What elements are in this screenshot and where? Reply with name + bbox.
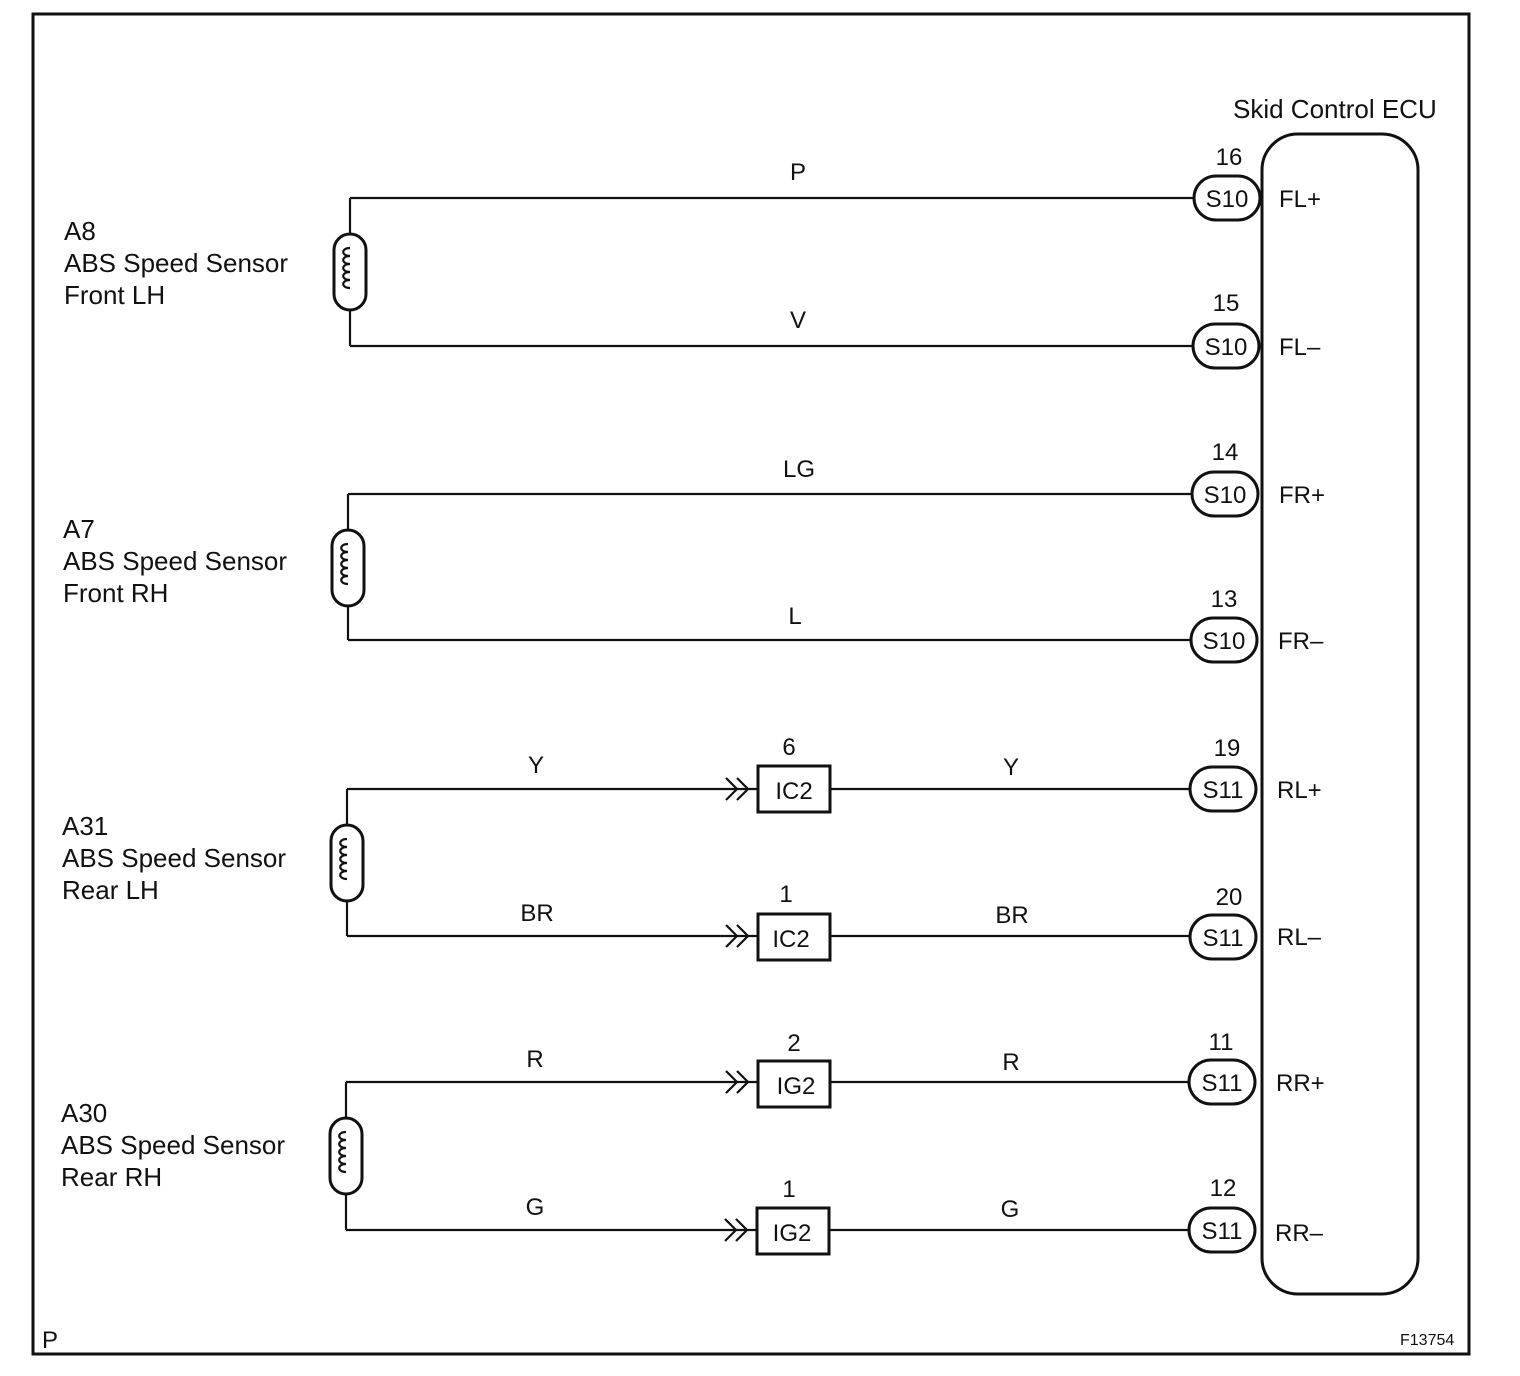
wire-color: G xyxy=(526,1194,545,1221)
sensor-coil-a7 xyxy=(330,494,366,640)
pin-number: 16 xyxy=(1216,144,1243,171)
connector-s11 xyxy=(1188,765,1258,813)
connector-s10 xyxy=(1192,174,1262,222)
pin-number: 19 xyxy=(1214,735,1241,762)
wire-color: Y xyxy=(528,752,544,779)
pin-number: 12 xyxy=(1210,1175,1237,1202)
sensor-position: Front LH xyxy=(64,280,165,310)
mid-pin-number: 2 xyxy=(787,1030,800,1057)
mid-connector-code: IG2 xyxy=(777,1073,816,1100)
circuit-fr-plus: LG 14 S10 FR+ xyxy=(348,439,1325,518)
connector-s10 xyxy=(1189,616,1259,664)
connector-code: S11 xyxy=(1203,777,1244,804)
mid-pin-number: 1 xyxy=(782,1176,795,1203)
pin-number: 15 xyxy=(1213,290,1240,317)
circuit-rl-plus: Y 6 IC2 Y 19 S11 RL+ xyxy=(347,734,1322,814)
signal-name: FR– xyxy=(1278,628,1324,655)
sensor-code: A31 xyxy=(62,811,108,841)
sensor-name: ABS Speed Sensor xyxy=(62,843,286,873)
mid-pin-number: 6 xyxy=(782,734,795,761)
circuit-fl-plus: P 16 S10 FL+ xyxy=(350,144,1321,222)
wire-color: L xyxy=(788,603,801,630)
sensor-name: ABS Speed Sensor xyxy=(64,248,288,278)
connector-code: S11 xyxy=(1203,925,1244,952)
wire-color: LG xyxy=(783,456,815,483)
connector-code: S10 xyxy=(1204,482,1247,509)
signal-name: FL+ xyxy=(1279,186,1321,213)
connector-code: S11 xyxy=(1202,1070,1243,1097)
sensor-name: ABS Speed Sensor xyxy=(61,1130,285,1160)
connector-code: S10 xyxy=(1205,334,1248,361)
wire-color: BR xyxy=(520,900,553,927)
sensor-label-a8: A8 ABS Speed Sensor Front LH xyxy=(64,216,288,310)
sensor-code: A8 xyxy=(64,216,96,246)
mid-connector-code: IG2 xyxy=(773,1220,812,1247)
pin-number: 11 xyxy=(1209,1029,1234,1056)
signal-name: RL+ xyxy=(1277,777,1322,804)
mid-connector-code: IC2 xyxy=(775,778,812,805)
figure-id: F13754 xyxy=(1400,1332,1454,1349)
pin-number: 14 xyxy=(1212,439,1239,466)
circuit-rr-plus: R 2 IG2 R 11 S11 RR+ xyxy=(346,1029,1325,1109)
sensor-position: Rear RH xyxy=(61,1162,162,1192)
circuit-fl-minus: V 15 S10 FL– xyxy=(350,290,1321,370)
connector-ic2 xyxy=(756,764,832,814)
sensor-label-a7: A7 ABS Speed Sensor Front RH xyxy=(63,514,287,608)
corner-label-left: P xyxy=(42,1327,58,1354)
ecu-body xyxy=(1260,132,1420,1296)
circuit-rr-minus: G 1 IG2 G 12 S11 RR– xyxy=(346,1175,1324,1256)
pin-number: 13 xyxy=(1211,586,1238,613)
ecu-title: Skid Control ECU xyxy=(1233,94,1437,124)
sensor-label-a30: A30 ABS Speed Sensor Rear RH xyxy=(61,1098,285,1192)
connector-ic2 xyxy=(756,912,832,962)
connector-s11 xyxy=(1188,913,1258,961)
sensor-code: A7 xyxy=(63,514,95,544)
connector-s11 xyxy=(1187,1058,1257,1106)
mid-connector-code: IC2 xyxy=(772,926,809,953)
connector-ig2 xyxy=(755,1206,831,1256)
mid-pin-number: 1 xyxy=(779,881,792,908)
wire-color-ecu-side: BR xyxy=(995,902,1028,929)
connector-code: S10 xyxy=(1206,186,1249,213)
wire-color-ecu-side: Y xyxy=(1003,754,1019,781)
connector-s10 xyxy=(1191,322,1261,370)
sensor-coil-a31 xyxy=(329,789,365,936)
wire-color-ecu-side: R xyxy=(1002,1049,1019,1076)
connector-code: S11 xyxy=(1202,1218,1243,1245)
wire-color: P xyxy=(790,159,806,186)
connector-ig2 xyxy=(756,1059,832,1109)
wire-color: V xyxy=(790,307,806,334)
pin-number: 20 xyxy=(1216,884,1243,911)
sensor-coil-a30 xyxy=(328,1082,364,1230)
circuit-rl-minus: BR 1 IC2 BR 20 S11 RL– xyxy=(347,881,1322,962)
sensor-coil-a8 xyxy=(332,198,368,346)
circuit-fr-minus: L 13 S10 FR– xyxy=(348,586,1324,664)
signal-name: RR– xyxy=(1275,1220,1324,1247)
diagram-frame xyxy=(31,12,1471,1356)
sensor-code: A30 xyxy=(61,1098,107,1128)
sensor-name: ABS Speed Sensor xyxy=(63,546,287,576)
connector-code: S10 xyxy=(1203,628,1246,655)
sensor-label-a31: A31 ABS Speed Sensor Rear LH xyxy=(62,811,286,905)
sensor-position: Front RH xyxy=(63,578,168,608)
sensor-position: Rear LH xyxy=(62,875,159,905)
connector-s11 xyxy=(1187,1206,1257,1254)
signal-name: FR+ xyxy=(1279,482,1325,509)
signal-name: RL– xyxy=(1277,924,1322,951)
signal-name: FL– xyxy=(1279,334,1321,361)
wire-color: R xyxy=(526,1046,543,1073)
signal-name: RR+ xyxy=(1276,1070,1325,1097)
wire-color-ecu-side: G xyxy=(1001,1196,1020,1223)
connector-s10 xyxy=(1190,470,1260,518)
